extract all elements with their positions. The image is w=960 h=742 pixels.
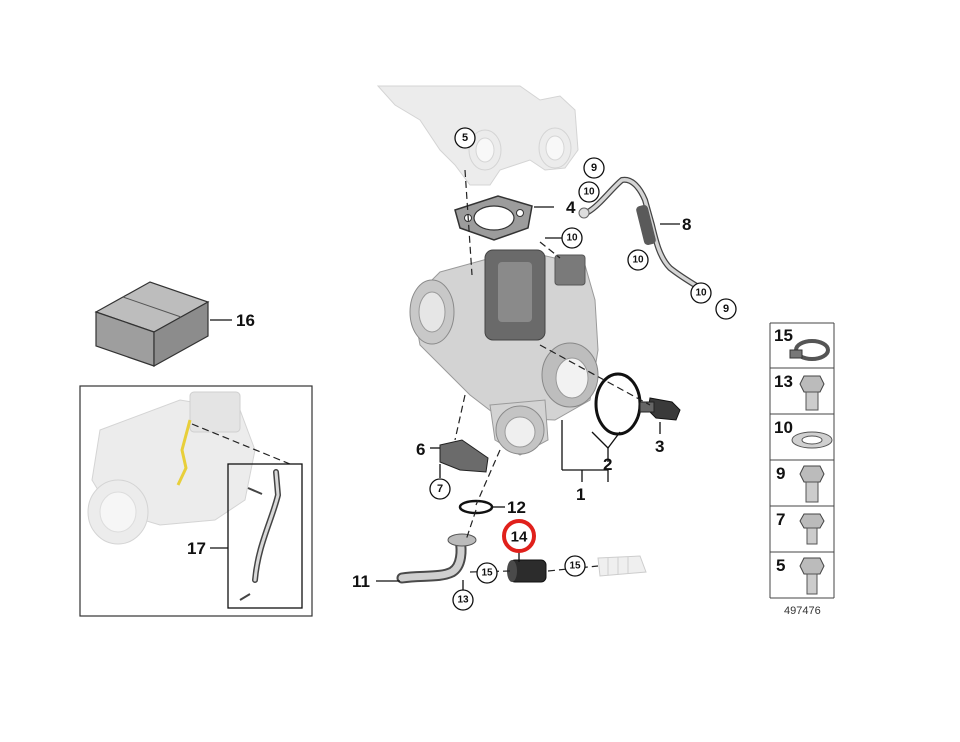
callout-10-lower: 10 — [690, 282, 712, 304]
svg-text:10: 10 — [566, 233, 578, 244]
banjo-bolt-icon — [799, 465, 825, 503]
svg-text:7: 7 — [437, 483, 443, 495]
flange-bolt-icon — [799, 513, 825, 545]
svg-text:14: 14 — [511, 529, 528, 546]
callout-15-right: 15 — [564, 555, 586, 577]
svg-text:9: 9 — [723, 303, 729, 315]
callout-7: 7 — [429, 478, 451, 500]
label-part-1: 1 — [576, 485, 585, 504]
label-part-2: 2 — [603, 455, 612, 474]
seal-ring-icon — [791, 431, 833, 449]
callout-10-top: 10 — [578, 181, 600, 203]
oil-return-pipe — [396, 533, 477, 584]
callout-9-lower: 9 — [715, 298, 737, 320]
callout-14-highlighted: 14 — [502, 519, 536, 553]
svg-text:9: 9 — [591, 162, 597, 174]
label-part-4: 4 — [566, 198, 576, 217]
svg-text:10: 10 — [583, 187, 595, 198]
legend-number-15: 15 — [774, 326, 793, 345]
diagram-reference-number: 497476 — [784, 605, 821, 617]
seal-ring — [594, 372, 642, 436]
svg-text:10: 10 — [695, 288, 707, 299]
callout-5: 5 — [454, 127, 476, 149]
turbocharger — [409, 249, 599, 456]
callout-9-top: 9 — [583, 157, 605, 179]
stud-bolt-icon — [799, 557, 825, 595]
turbo-gasket — [454, 195, 533, 241]
label-part-3: 3 — [655, 437, 664, 456]
engine-connector-ghost — [597, 555, 647, 577]
callout-15-left: 15 — [476, 562, 498, 584]
legend-number-7: 7 — [776, 510, 785, 529]
legend-number-10: 10 — [774, 418, 793, 437]
label-part-17: 17 — [187, 539, 206, 558]
callout-10-mid: 10 — [561, 227, 583, 249]
hex-bolt-icon — [799, 375, 825, 411]
svg-text:10: 10 — [632, 255, 644, 266]
oil-feed-line — [578, 176, 703, 291]
bracket — [439, 439, 489, 473]
exhaust-manifold-ghost — [376, 85, 579, 186]
repair-kit-box — [94, 281, 210, 368]
callout-10-right: 10 — [627, 249, 649, 271]
legend-number-9: 9 — [776, 464, 785, 483]
oil-return-hose — [507, 559, 547, 583]
hose-clamp-icon — [789, 339, 830, 361]
legend-number-13: 13 — [774, 372, 793, 391]
svg-text:13: 13 — [457, 595, 469, 606]
legend-number-5: 5 — [776, 556, 785, 575]
inset-panel — [79, 385, 313, 617]
label-part-16: 16 — [236, 311, 255, 330]
svg-text:15: 15 — [481, 568, 493, 579]
label-part-8: 8 — [682, 215, 691, 234]
fastener-legend: 15 13 10 9 7 5 497476 — [769, 322, 835, 617]
svg-text:5: 5 — [462, 132, 468, 144]
label-part-12: 12 — [507, 498, 526, 517]
label-part-11: 11 — [352, 572, 370, 591]
svg-text:15: 15 — [569, 561, 581, 572]
label-part-6: 6 — [416, 440, 425, 459]
pressure-sensor — [639, 397, 681, 421]
callout-13: 13 — [452, 589, 474, 611]
